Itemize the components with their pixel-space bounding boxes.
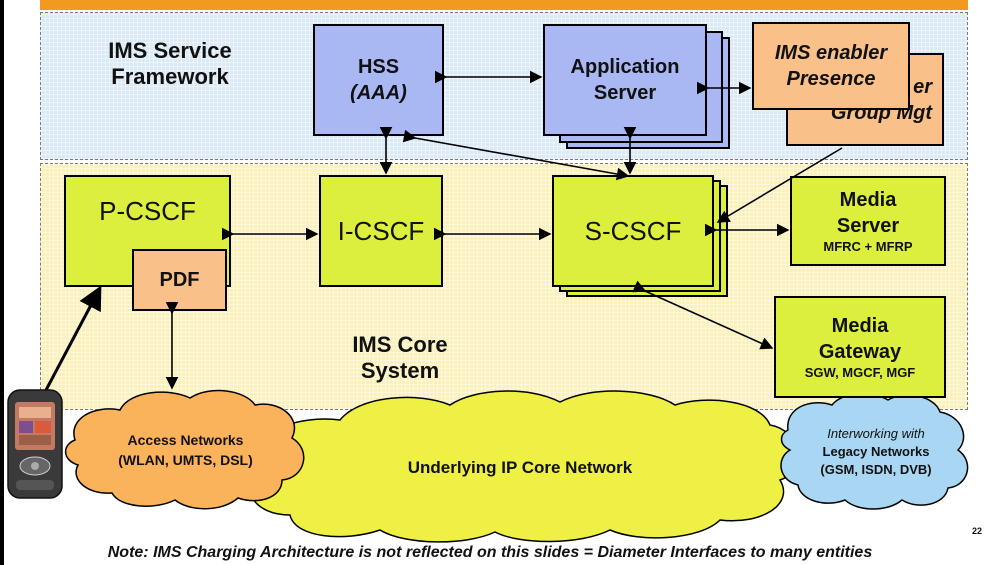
- media-server-node[interactable]: Media Server MFRC + MFRP: [790, 176, 946, 266]
- mobile-phone-picture: [6, 388, 64, 500]
- ims-enabler-presence-node[interactable]: IMS enabler Presence: [752, 22, 910, 110]
- service-framework-label: IMS Service Framework: [108, 38, 232, 89]
- phone-pcscf-link: [24, 285, 102, 417]
- scscf-mediagateway-link: [632, 280, 774, 350]
- core-ip-network-label: Underlying IP Core Network: [407, 458, 633, 477]
- legacy-networks-label: Interworking with Legacy Networks (GSM, …: [820, 426, 932, 477]
- access-networks-label: Access Networks (WLAN, UMTS, DSL): [118, 432, 253, 468]
- core-system-label: IMS Core System: [352, 332, 448, 383]
- page-number: 22: [972, 526, 983, 536]
- hss-scscf-link: [402, 129, 630, 181]
- i-cscf-node[interactable]: I-CSCF: [319, 175, 443, 287]
- left-border-rule: [0, 0, 4, 565]
- enabler-scscf-link: [716, 147, 843, 223]
- pdf-node[interactable]: PDF: [132, 249, 227, 311]
- title-accent-bar: [40, 0, 968, 10]
- access-networks-cloud: [64, 389, 305, 510]
- media-gateway-node[interactable]: Media Gateway SGW, MGCF, MGF: [774, 296, 946, 398]
- core-ip-cloud: [248, 390, 799, 543]
- footer-note: Note: IMS Charging Architecture is not r…: [107, 544, 873, 561]
- s-cscf-node[interactable]: S-CSCF: [552, 175, 714, 287]
